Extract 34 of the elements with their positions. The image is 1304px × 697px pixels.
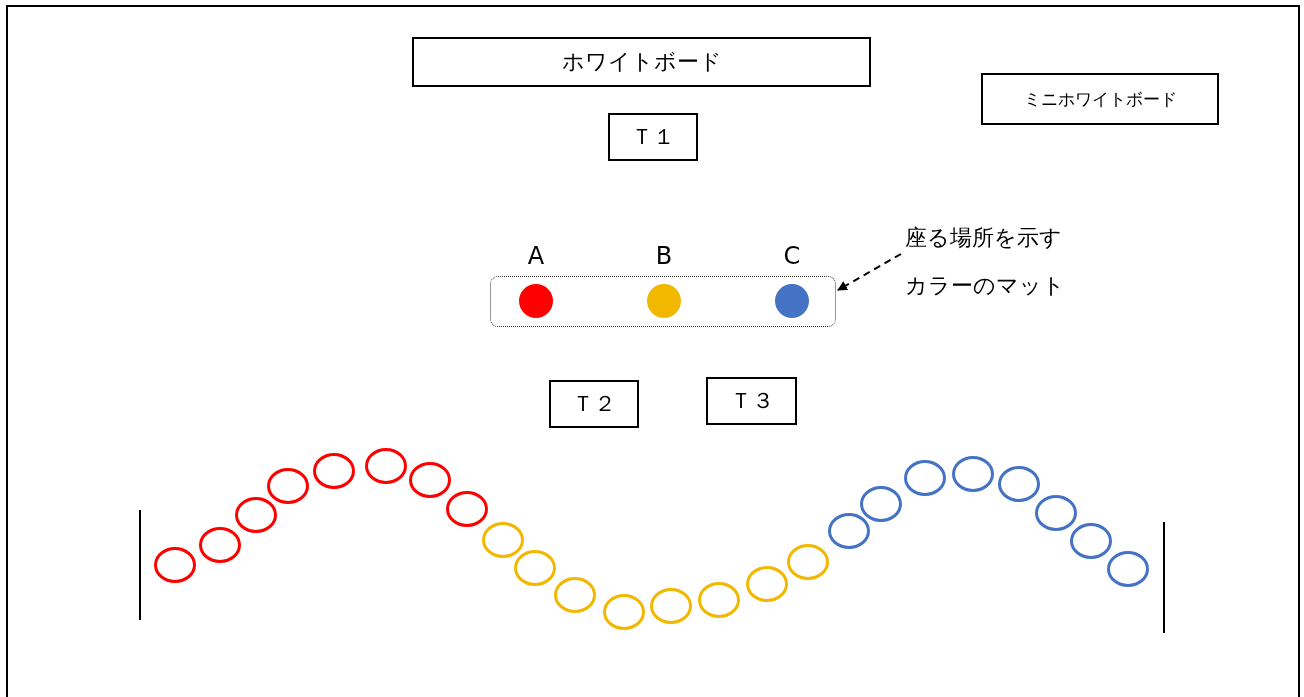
seat-circle [650, 588, 692, 624]
seat-circle [199, 527, 241, 563]
seat-circle [365, 448, 407, 484]
seat-circle [313, 453, 355, 489]
seat-circle [698, 582, 740, 618]
table-box: Ｔ３ [706, 377, 797, 425]
mat-letter: C [782, 242, 802, 270]
seat-circle [746, 566, 788, 602]
seat-circle [267, 468, 309, 504]
whiteboard-box: ミニホワイトボード [981, 73, 1219, 125]
seat-circle [952, 456, 994, 492]
table-box: Ｔ２ [549, 380, 639, 428]
seat-circle [904, 460, 946, 496]
seat-circle [154, 547, 196, 583]
seat-circle [1070, 523, 1112, 559]
seat-circle [482, 522, 524, 558]
table-box: Ｔ１ [608, 113, 698, 161]
whiteboard-box: ホワイトボード [412, 37, 871, 87]
seat-circle [446, 491, 488, 527]
seat-circle [554, 577, 596, 613]
seat-circle [409, 462, 451, 498]
seat-circle [787, 544, 829, 580]
seat-circle [235, 497, 277, 533]
mat-letter: A [526, 242, 546, 270]
seat-circle [1107, 551, 1149, 587]
mat-letter: B [654, 242, 674, 270]
dashed-arrow [837, 253, 902, 291]
seat-circle [998, 466, 1040, 502]
seat-circle [1035, 495, 1077, 531]
seat-circle [603, 594, 645, 630]
seat-circle [514, 550, 556, 586]
seat-circle [828, 513, 870, 549]
annotation-text: 座る場所を示すカラーのマット [905, 214, 1071, 310]
seat-circle [860, 486, 902, 522]
